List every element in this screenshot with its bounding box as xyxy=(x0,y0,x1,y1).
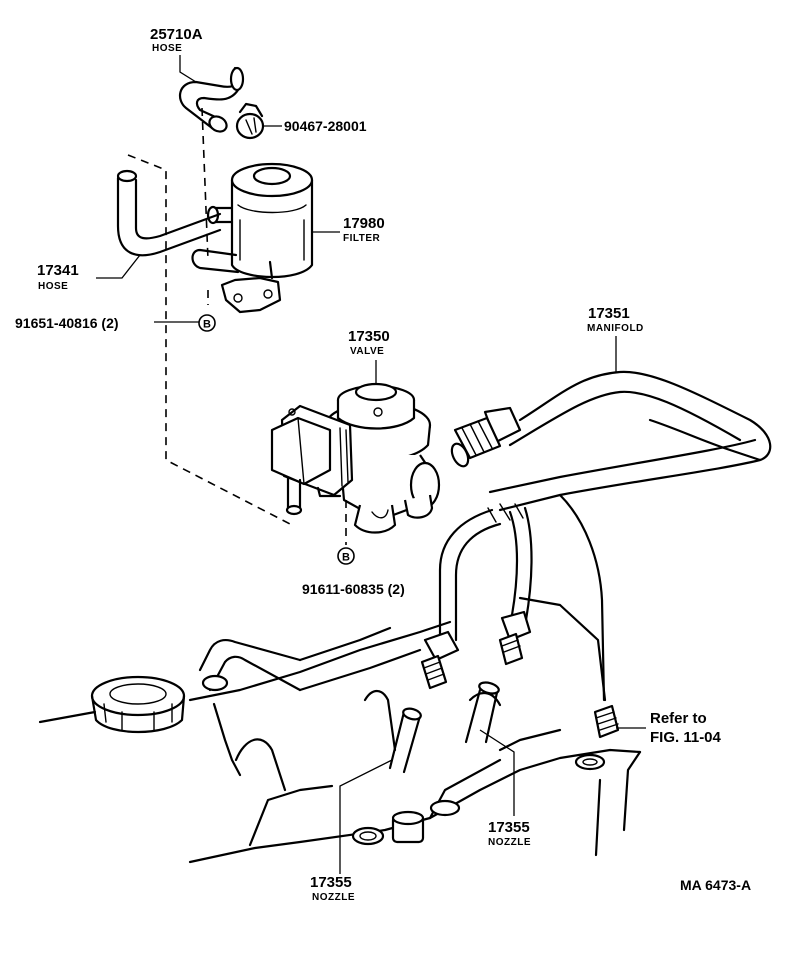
valve-graphic xyxy=(270,382,441,534)
bolt-marker-filter: B xyxy=(198,314,216,332)
filter-name: FILTER xyxy=(343,233,381,244)
left-hose-graphic xyxy=(116,169,222,257)
nozzle-right-name: NOZZLE xyxy=(488,837,531,848)
nozzle-left-part-number: 17355 xyxy=(310,874,352,891)
leader-lines xyxy=(96,55,646,874)
bolt-filter-part-number: 91651-40816 (2) xyxy=(15,315,119,331)
hose-clip-graphic xyxy=(235,102,265,140)
valve-name: VALVE xyxy=(350,346,384,357)
filter-part-number: 17980 xyxy=(343,215,385,232)
reference-line-2: FIG. 11-04 xyxy=(650,729,722,746)
nozzle-left-name: NOZZLE xyxy=(312,892,355,903)
bolt-valve-part-number: 91611-60835 (2) xyxy=(302,581,405,597)
manifold-part-number: 17351 xyxy=(588,305,630,322)
assembly-dashed-lines xyxy=(127,107,347,545)
hose-left-part-number: 17341 xyxy=(37,262,79,279)
manifold-name: MANIFOLD xyxy=(587,323,644,334)
svg-text:B: B xyxy=(342,552,350,564)
bolt-marker-valve: B xyxy=(337,547,355,565)
filter-graphic xyxy=(191,162,314,314)
hose-upper-part-number: 25710A xyxy=(150,26,203,43)
hose-upper-name: HOSE xyxy=(152,43,182,54)
reference-line-1: Refer to xyxy=(650,710,707,727)
svg-text:B: B xyxy=(203,319,211,331)
valve-part-number: 17350 xyxy=(348,328,390,345)
hose-left-name: HOSE xyxy=(38,281,68,292)
figure-code: MA 6473-A xyxy=(680,877,751,893)
nozzle-right-graphic xyxy=(464,681,500,744)
nozzle-right-part-number: 17355 xyxy=(488,819,530,836)
upper-hose-graphic xyxy=(178,66,245,133)
clip-part-number: 90467-28001 xyxy=(284,118,367,134)
air-injection-manifold xyxy=(420,370,772,739)
engine-head-outline xyxy=(38,596,642,864)
nozzle-left-graphic xyxy=(388,707,422,774)
